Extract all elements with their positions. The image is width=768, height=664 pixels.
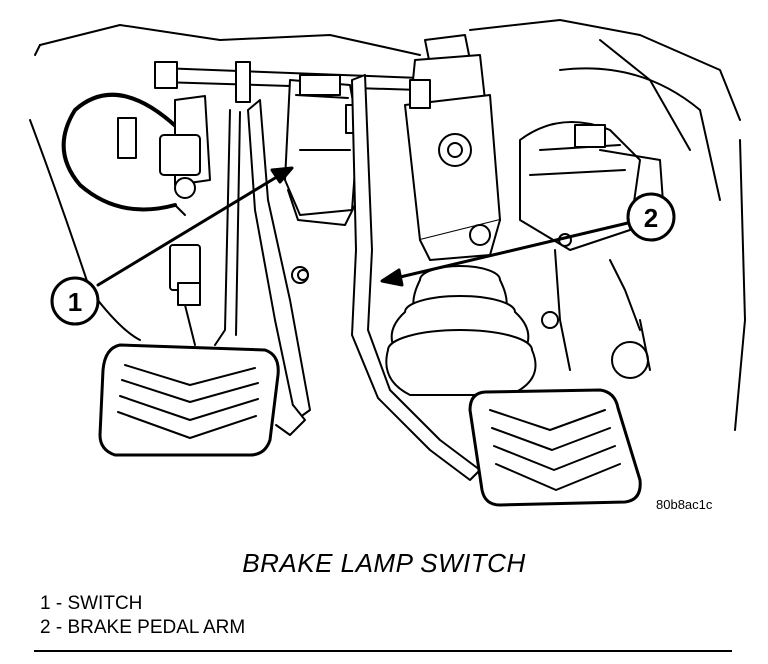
dash-structure [29, 19, 746, 431]
figure-title: BRAKE LAMP SWITCH [242, 548, 526, 578]
legend-item-switch: 1 - SWITCH [40, 593, 143, 614]
steering-column [404, 34, 501, 261]
figure-code: 80b8ac1c [656, 497, 713, 512]
callout-2: 2 [626, 192, 676, 242]
brake-pedal-pad [468, 388, 642, 507]
electrical-connector [169, 244, 201, 346]
clutch-pedal-arm [214, 99, 311, 436]
brake-pedal-arm [351, 74, 481, 481]
bottom-rule [34, 650, 732, 652]
shift-boot [385, 265, 537, 396]
callout-leaders [96, 166, 634, 287]
callout-1: 1 [50, 276, 100, 326]
brake-booster-bracket [519, 121, 666, 379]
legend-item-brake-pedal-arm: 2 - BRAKE PEDAL ARM [40, 617, 246, 638]
wiring-harness [61, 92, 187, 216]
legend: 1 - SWITCH 2 - BRAKE PEDAL ARM [40, 592, 245, 640]
callout-2-number: 2 [644, 203, 658, 233]
clutch-pedal-pad [98, 343, 280, 457]
brake-lamp-switch-illustration [29, 19, 746, 507]
callout-badges: 1 2 [50, 192, 676, 326]
callout-1-number: 1 [68, 287, 82, 317]
